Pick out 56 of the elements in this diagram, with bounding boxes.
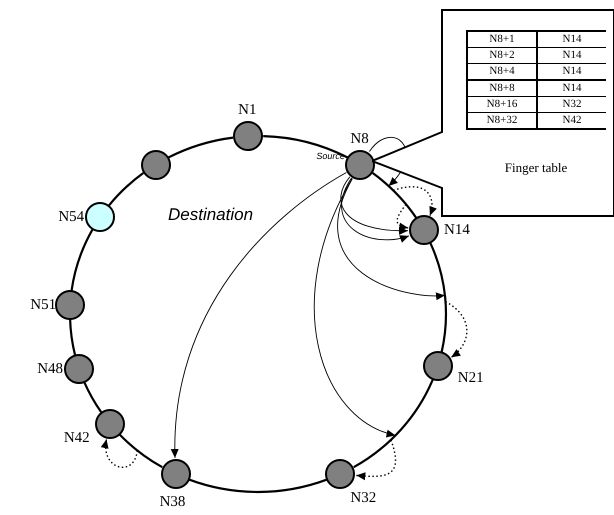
table-cell: N14 (537, 80, 606, 96)
node-circle (55, 290, 86, 320)
table-cell: N32 (537, 96, 606, 112)
region-label: Destination (168, 205, 254, 225)
node-label: N54 (58, 209, 84, 226)
ring-line (118, 434, 163, 468)
table-cell: N8+1 (467, 31, 537, 48)
dotted-arrow (102, 439, 138, 468)
node-label: N32 (350, 490, 376, 506)
dotted-arrow (393, 186, 436, 216)
ring-line (353, 379, 434, 468)
node-circle (140, 150, 171, 180)
dotted-arrow (445, 301, 468, 358)
ring-line (69, 318, 76, 356)
dotted-arrow (396, 204, 408, 230)
ring-line (108, 172, 144, 206)
node-label: N1 (238, 102, 256, 118)
node-circle (422, 351, 453, 382)
table-cell: N8+16 (467, 96, 537, 112)
dotted-arrow (356, 440, 396, 480)
finger-arrow (171, 172, 347, 458)
node-label: N48 (37, 361, 64, 377)
node-circle (233, 121, 264, 152)
node-circle (94, 408, 125, 439)
node-label: N8 (350, 130, 369, 147)
finger-arrow (314, 178, 396, 436)
table-cell: N8+8 (467, 80, 537, 96)
node-label: N21 (458, 370, 484, 386)
finger-arrow (338, 178, 446, 300)
table-cell: N8+4 (467, 64, 537, 80)
node-circle (64, 354, 94, 384)
ring-line (189, 478, 327, 494)
node-circle (408, 215, 439, 246)
node-circle (160, 458, 191, 489)
table-cell: N14 (537, 48, 606, 64)
table-cell: N14 (537, 64, 606, 80)
node-circle (325, 458, 356, 489)
finger-arrow (341, 178, 410, 242)
ring-line (168, 136, 234, 158)
ring-line (429, 242, 447, 352)
table-cell: N8+2 (467, 48, 537, 64)
ring-line (70, 228, 94, 291)
node-label: N14 (444, 222, 470, 238)
ring-line (263, 135, 348, 158)
ring-line (372, 172, 418, 219)
node-label: N42 (64, 430, 90, 446)
table-cell: N42 (537, 112, 606, 129)
node-circle (345, 150, 376, 180)
node-label: N51 (30, 296, 56, 313)
node-circle (85, 202, 116, 232)
node-label: N38 (160, 494, 186, 510)
ring-line (83, 382, 102, 413)
finger-arrow (340, 176, 408, 234)
table-cell: N14 (537, 31, 606, 48)
table-caption: Finger table (504, 160, 568, 176)
table-cell: N8+32 (467, 112, 537, 129)
